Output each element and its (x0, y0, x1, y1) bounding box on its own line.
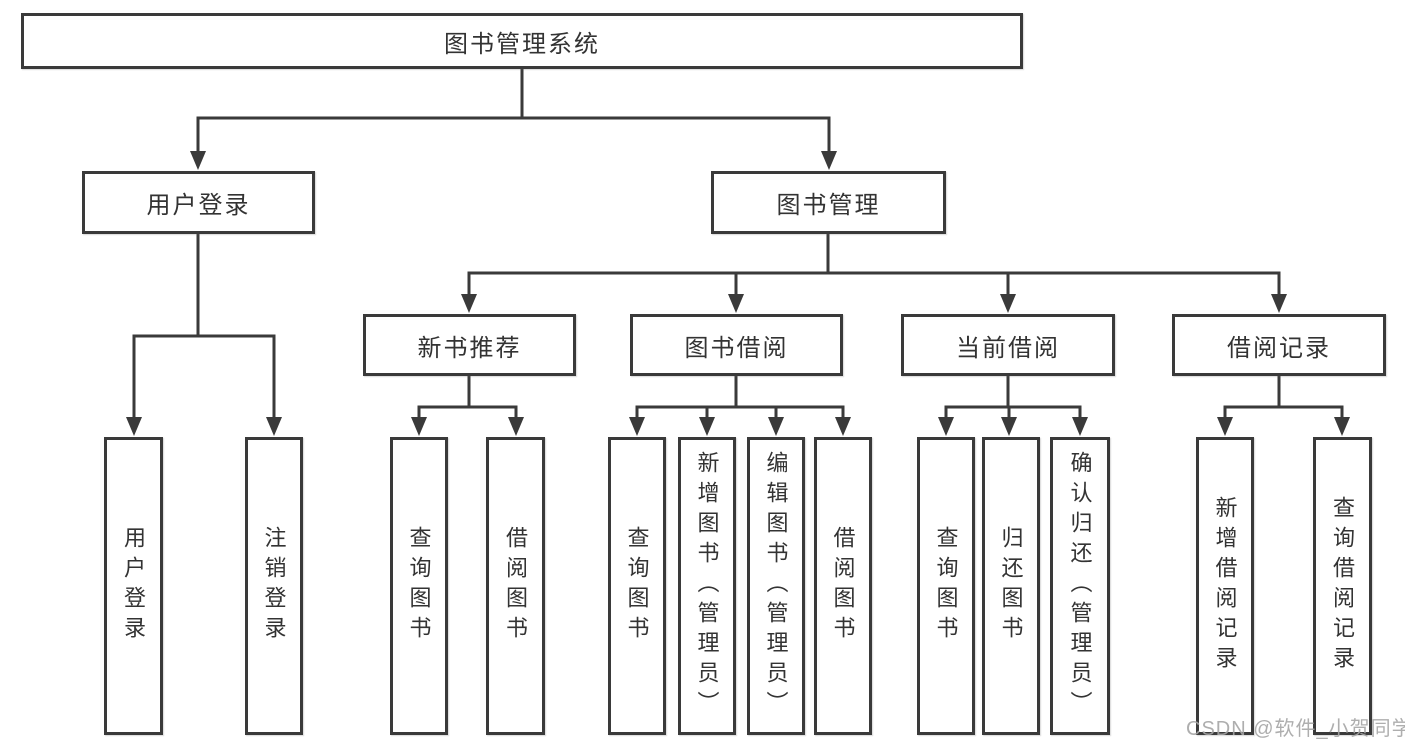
node-book-management: 图书管理 (711, 171, 946, 234)
leaf-return-books: 归还图书 (982, 437, 1040, 735)
leaf-query-borrow-record: 查询借阅记录 (1313, 437, 1372, 735)
leaf-label: 新增借阅记录 (1212, 496, 1238, 676)
leaf-label: 查询图书 (624, 526, 650, 646)
leaf-label: 注销登录 (261, 526, 287, 646)
connector-paths (132, 69, 1344, 419)
node-borrowing-records: 借阅记录 (1172, 314, 1386, 376)
node-library-management-system: 图书管理系统 (21, 13, 1023, 69)
leaf-query-books-current: 查询图书 (917, 437, 975, 735)
arrowheads (126, 151, 1350, 436)
leaf-label: 归还图书 (998, 526, 1024, 646)
leaf-query-books-recommend: 查询图书 (390, 437, 448, 735)
leaf-logout: 注销登录 (245, 437, 303, 735)
leaf-label: 确认归还（管理员） (1067, 451, 1093, 721)
leaf-label: 查询图书 (933, 526, 959, 646)
node-user-login: 用户登录 (82, 171, 315, 234)
leaf-label: 编辑图书（管理员） (763, 451, 789, 721)
leaf-edit-books-admin: 编辑图书（管理员） (747, 437, 805, 735)
leaf-label: 用户登录 (121, 526, 147, 646)
node-current-borrowing: 当前借阅 (901, 314, 1115, 376)
leaf-label: 新增图书（管理员） (694, 451, 720, 721)
csdn-watermark: CSDN @软件_小贺同学 (1186, 718, 1405, 740)
leaf-query-books-borrow: 查询图书 (608, 437, 666, 735)
leaf-user-login: 用户登录 (104, 437, 163, 735)
leaf-add-borrow-record: 新增借阅记录 (1196, 437, 1254, 735)
leaf-borrow-books-recommend: 借阅图书 (486, 437, 545, 735)
node-book-borrowing: 图书借阅 (630, 314, 843, 376)
leaf-label: 查询借阅记录 (1330, 496, 1356, 676)
leaf-label: 借阅图书 (503, 526, 529, 646)
leaf-borrow-books: 借阅图书 (814, 437, 872, 735)
leaf-add-books-admin: 新增图书（管理员） (678, 437, 736, 735)
node-new-book-recommend: 新书推荐 (363, 314, 576, 376)
leaf-label: 借阅图书 (830, 526, 856, 646)
leaf-label: 查询图书 (406, 526, 432, 646)
leaf-confirm-return-admin: 确认归还（管理员） (1050, 437, 1110, 735)
